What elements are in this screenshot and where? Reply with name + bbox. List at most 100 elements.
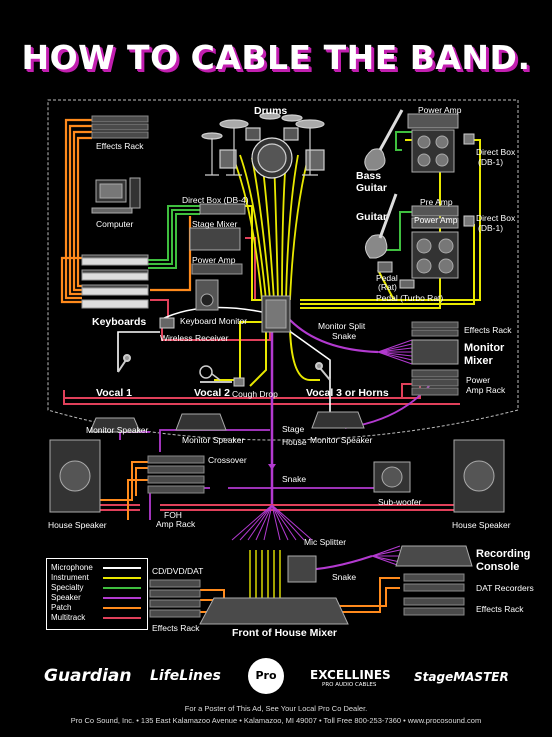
cable-legend: Microphone Instrument Specialty Speaker …	[46, 558, 148, 630]
label-keyboard-monitor: Keyboard Monitor	[180, 316, 248, 326]
direct-box-gtr	[463, 215, 475, 227]
legend-microphone-label: Microphone	[51, 563, 93, 572]
snake-arrow	[268, 464, 276, 470]
monitor-split-box	[261, 295, 291, 333]
label-direct-box-bass-2: (DB-1)	[478, 157, 504, 167]
recording-console	[395, 545, 473, 567]
label-recording-2: Console	[476, 561, 520, 573]
pedal-rat	[377, 261, 393, 273]
power-amp-rack-cable	[401, 383, 412, 398]
mic-splitter	[287, 555, 317, 583]
label-mic-splitter: Mic Splitter	[304, 537, 347, 547]
foh-effects-rack	[149, 579, 201, 618]
effects-rack-br	[403, 597, 465, 616]
legend-instrument-label: Instrument	[51, 573, 89, 582]
label-effects-rack-right: Effects Rack	[464, 325, 512, 335]
page-title: HOW TO CABLE THE BAND.	[21, 38, 531, 77]
label-foh-mixer: Front of House Mixer	[232, 627, 338, 639]
keyboards	[81, 254, 149, 309]
label-monitor-mixer-1: Monitor	[464, 342, 505, 354]
legend-patch-label: Patch	[51, 603, 72, 612]
label-effects-rack-br: Effects Rack	[476, 604, 524, 614]
stage-mixer	[189, 227, 241, 251]
label-guitar: Guitar	[356, 211, 387, 223]
effects-rack-right	[411, 321, 459, 337]
logo-proco: Pro Co	[248, 658, 284, 718]
label-monitor-mixer-2: Mixer	[464, 355, 493, 367]
label-effects-rack-bl: Effects Rack	[152, 623, 200, 633]
monitor-speakers	[89, 411, 365, 433]
foh-mixer	[199, 597, 349, 625]
monitor-split-snake	[289, 319, 379, 354]
direct-box-db4	[199, 203, 246, 215]
monitor-mixer	[411, 339, 459, 365]
bass-guitar	[364, 109, 404, 171]
label-crossover: Crossover	[208, 455, 247, 465]
guitar	[365, 193, 398, 259]
legend-microphone-swatch	[103, 567, 141, 569]
label-house: House	[282, 437, 307, 447]
footer-line2: Pro Co Sound, Inc. • 135 East Kalamazoo …	[70, 716, 482, 725]
pedal-turbo-rat	[399, 279, 415, 289]
logo-lifelines: LifeLines	[150, 668, 221, 684]
legend-patch-swatch	[103, 607, 141, 609]
label-power-amp-bass: Power Amp	[418, 105, 462, 115]
vocal-mics	[117, 354, 331, 381]
label-monitor-speaker-r: Monitor Speaker	[310, 435, 373, 445]
wireless-receiver	[159, 317, 175, 329]
label-cough-drop: Cough Drop	[232, 389, 278, 399]
legend-multitrack-label: Multitrack	[51, 613, 86, 622]
label-wireless-receiver: Wireless Receiver	[160, 333, 229, 343]
computer	[91, 177, 141, 214]
label-cd-dvd-dat: CD/DVD/DAT	[152, 566, 204, 576]
legend-speaker-label: Speaker	[51, 593, 81, 602]
house-speakers	[49, 439, 505, 513]
logo-excellines-sub: PRO AUDIO CABLES	[322, 682, 377, 688]
bass-amp	[407, 113, 459, 173]
label-vocal3: Vocal 3 or Horns	[306, 387, 389, 399]
label-foh-1: FOH	[164, 510, 182, 520]
legend-speaker-swatch	[103, 597, 141, 599]
label-monitor-split-2: Snake	[332, 331, 357, 341]
label-sub-woofer: Sub-woofer	[378, 497, 422, 507]
label-monitor-speaker-l: Monitor Speaker	[86, 425, 149, 435]
label-power-amp-rack-2: Amp Rack	[466, 385, 506, 395]
monitor-mixer-fan	[377, 339, 413, 365]
label-pre-amp: Pre Amp	[420, 197, 453, 207]
legend-multitrack-swatch	[103, 617, 141, 619]
label-bass-1: Bass	[356, 170, 382, 182]
label-direct-box-gtr-1: Direct Box	[476, 213, 516, 223]
label-power-amp-rack-1: Power	[466, 375, 491, 385]
power-amp-rack	[411, 369, 459, 396]
logo-proco-text: Pro Co	[255, 669, 277, 718]
patch-cables-left	[60, 118, 192, 304]
label-monitor-speaker-c: Monitor Speaker	[182, 435, 245, 445]
label-direct-box-bass-1: Direct Box	[476, 147, 516, 157]
label-stage: Stage	[282, 424, 305, 434]
drum-kit	[201, 112, 325, 179]
label-pedal-rat-2: (Rat)	[378, 282, 397, 292]
label-power-amp-gtr: Power Amp	[414, 215, 458, 225]
label-snake-bottom: Snake	[332, 572, 357, 582]
vocal2-headset	[199, 365, 221, 381]
label-direct-box-db4: Direct Box (DB-4)	[182, 195, 249, 205]
foh-cables	[249, 550, 281, 600]
label-drums: Drums	[254, 105, 288, 117]
label-keyboards: Keyboards	[92, 316, 147, 328]
specialty-cables	[148, 131, 412, 269]
label-direct-box-gtr-2: (DB-1)	[478, 223, 504, 233]
label-power-amp-kb: Power Amp	[192, 255, 236, 265]
direct-box-bass	[463, 133, 475, 145]
legend-specialty-swatch	[103, 587, 141, 589]
logo-guardian: Guardian	[44, 666, 132, 686]
foh-amp-rack	[147, 455, 205, 494]
label-pedal-turbo: Pedal (Turbo Rat)	[376, 293, 444, 303]
recording-fan	[371, 545, 401, 567]
label-bass-2: Guitar	[356, 182, 387, 194]
power-amp-kb	[191, 263, 243, 275]
logo-stagemaster: StageMASTER	[414, 670, 509, 684]
sub-woofer	[373, 461, 411, 493]
cough-drop	[233, 377, 245, 387]
